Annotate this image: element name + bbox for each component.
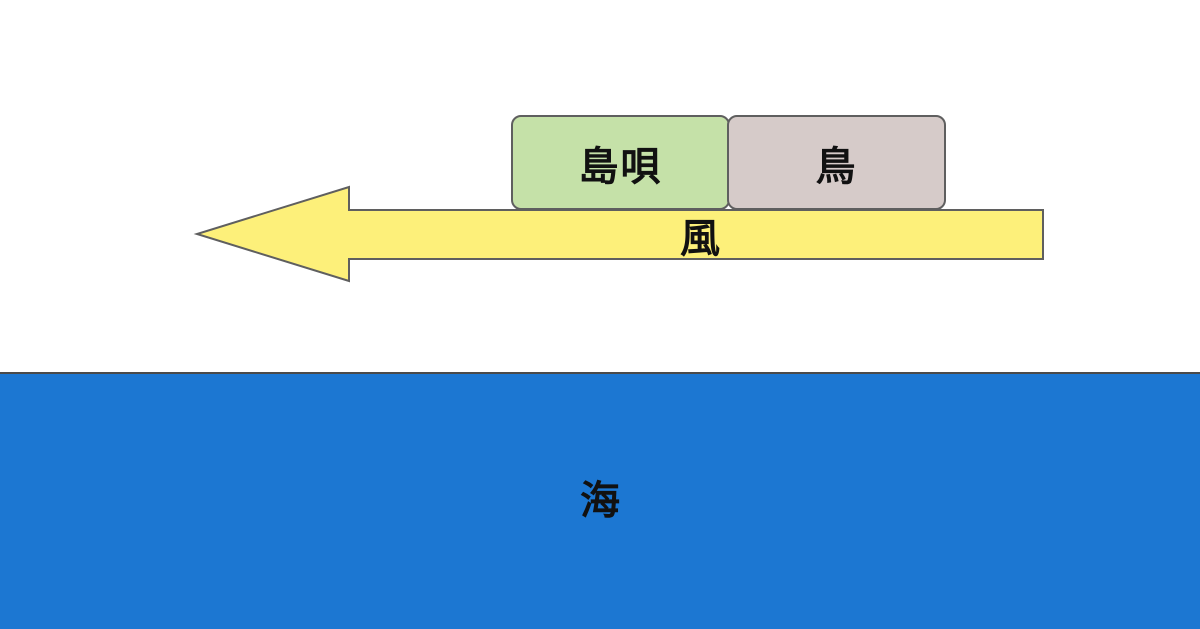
shimauta-box: 島唄 <box>511 115 730 210</box>
tori-box: 鳥 <box>727 115 946 210</box>
sea-label: 海 <box>580 477 620 524</box>
tori-label: 鳥 <box>815 143 858 190</box>
sea-area: 海 <box>0 372 1200 629</box>
wind-arrow-shape <box>193 185 1044 283</box>
shimauta-label: 島唄 <box>578 143 663 190</box>
wind-label: 風 <box>680 216 720 262</box>
